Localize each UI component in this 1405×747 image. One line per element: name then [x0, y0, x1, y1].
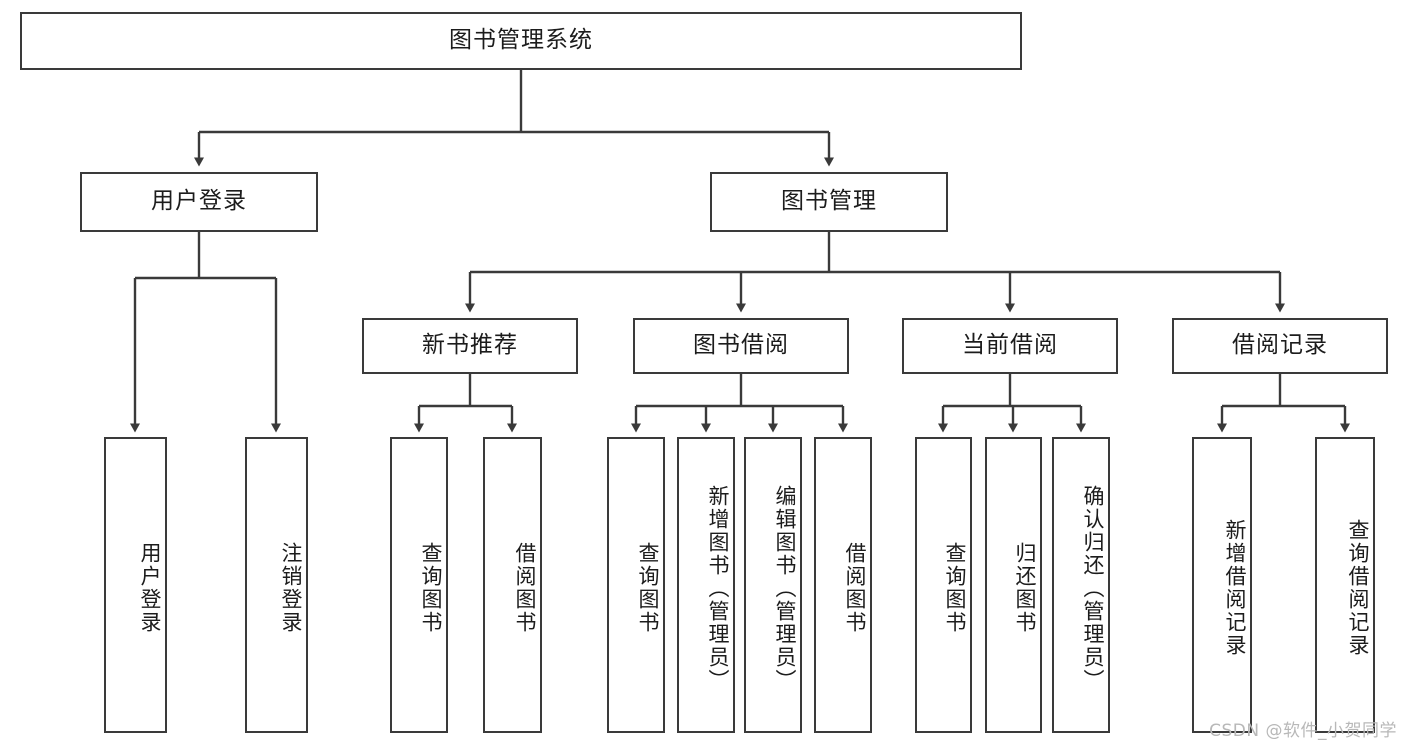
node-new-book-recommend[interactable]: 新书推荐: [362, 318, 578, 374]
node-leaf-cb-query-book[interactable]: 查询图书: [915, 437, 972, 733]
node-leaf-bb-add-book-label: 新增图书（管理员）: [706, 484, 730, 692]
node-leaf-br-add-record[interactable]: 新增借阅记录: [1192, 437, 1252, 733]
node-leaf-bb-add-book[interactable]: 新增图书（管理员）: [677, 437, 735, 733]
node-leaf-rec-borrow-book[interactable]: 借阅图书: [483, 437, 542, 733]
node-leaf-bb-edit-book-label: 编辑图书（管理员）: [773, 484, 797, 692]
node-leaf-br-query-record-label: 查询借阅记录: [1346, 519, 1370, 657]
node-leaf-user-login-label: 用户登录: [138, 542, 162, 634]
node-leaf-cb-confirm-return[interactable]: 确认归还（管理员）: [1052, 437, 1110, 733]
node-leaf-bb-query-book-label: 查询图书: [636, 542, 660, 634]
node-leaf-bb-borrow-book-label: 借阅图书: [843, 542, 867, 634]
node-book-borrow[interactable]: 图书借阅: [633, 318, 849, 374]
node-leaf-bb-query-book[interactable]: 查询图书: [607, 437, 665, 733]
node-leaf-br-query-record[interactable]: 查询借阅记录: [1315, 437, 1375, 733]
node-leaf-cb-query-book-label: 查询图书: [943, 542, 967, 634]
node-borrow-record[interactable]: 借阅记录: [1172, 318, 1388, 374]
node-book-manage[interactable]: 图书管理: [710, 172, 948, 232]
node-root[interactable]: 图书管理系统: [20, 12, 1022, 70]
node-leaf-rec-query-book-label: 查询图书: [419, 542, 443, 634]
node-leaf-br-add-record-label: 新增借阅记录: [1223, 519, 1247, 657]
node-current-borrow[interactable]: 当前借阅: [902, 318, 1118, 374]
node-leaf-bb-borrow-book[interactable]: 借阅图书: [814, 437, 872, 733]
node-leaf-rec-query-book[interactable]: 查询图书: [390, 437, 448, 733]
node-book-manage-label: 图书管理: [781, 188, 877, 215]
node-leaf-bb-edit-book[interactable]: 编辑图书（管理员）: [744, 437, 802, 733]
node-new-book-recommend-label: 新书推荐: [422, 332, 518, 359]
node-leaf-rec-borrow-book-label: 借阅图书: [513, 542, 537, 634]
node-user-login-label: 用户登录: [151, 188, 247, 215]
node-leaf-logout-label: 注销登录: [279, 542, 303, 634]
node-leaf-cb-return-book[interactable]: 归还图书: [985, 437, 1042, 733]
node-current-borrow-label: 当前借阅: [962, 332, 1058, 359]
node-root-label: 图书管理系统: [449, 27, 593, 54]
node-borrow-record-label: 借阅记录: [1232, 332, 1328, 359]
node-leaf-user-login[interactable]: 用户登录: [104, 437, 167, 733]
node-leaf-cb-confirm-return-label: 确认归还（管理员）: [1081, 484, 1105, 692]
csdn-watermark: CSDN @软件_小贺同学: [1209, 721, 1397, 741]
node-leaf-logout[interactable]: 注销登录: [245, 437, 308, 733]
node-leaf-cb-return-book-label: 归还图书: [1013, 542, 1037, 634]
node-user-login[interactable]: 用户登录: [80, 172, 318, 232]
node-book-borrow-label: 图书借阅: [693, 332, 789, 359]
